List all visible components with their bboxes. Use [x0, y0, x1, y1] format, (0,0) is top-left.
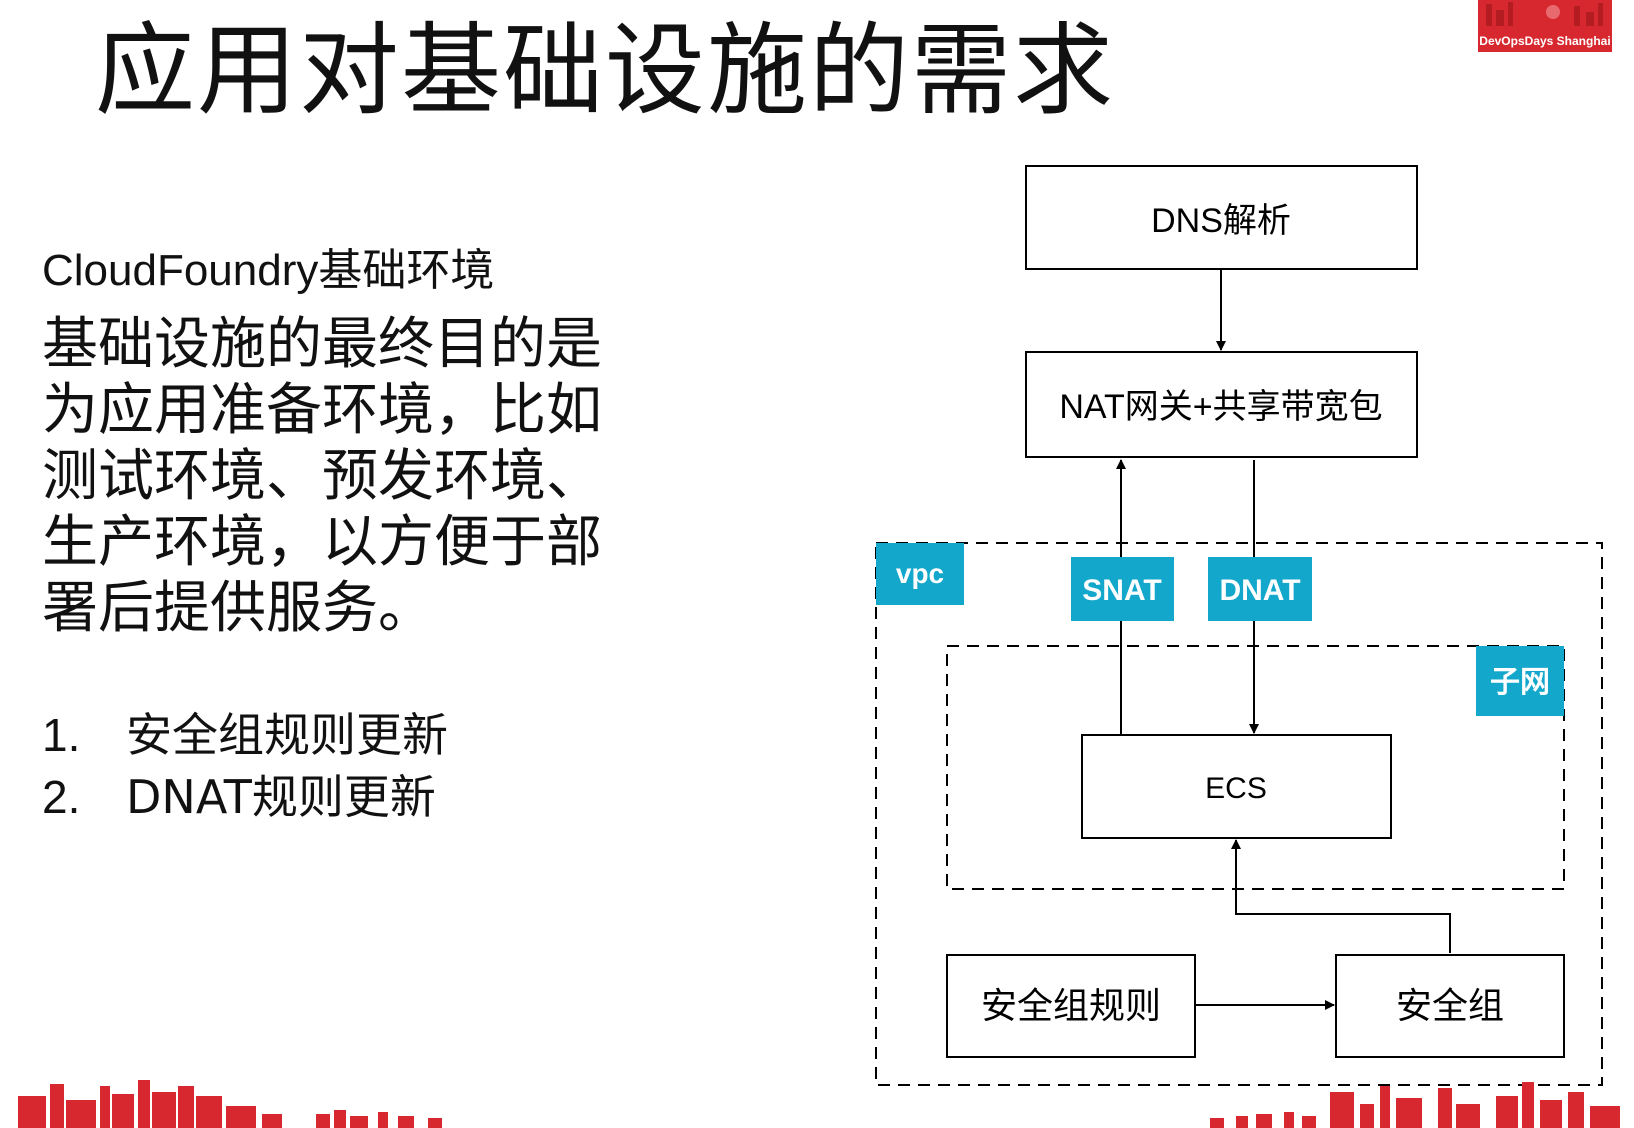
step-text: 安全组规则更新: [126, 708, 448, 762]
dnat-tag-label: DNAT: [1219, 574, 1300, 607]
security-group-rule-label: 安全组规则: [981, 985, 1161, 1026]
ecs-node: ECS: [1081, 734, 1392, 839]
dnat-tag: DNAT: [1208, 557, 1312, 621]
snat-tag: SNAT: [1071, 557, 1174, 621]
subnet-boundary: [946, 645, 1565, 890]
main-paragraph: 基础设施的最终目的是为应用准备环境，比如测试环境、预发环境、生产环境，以方便于部…: [42, 312, 602, 641]
devopsdays-logo: DevOpsDays Shanghai: [1478, 0, 1612, 52]
vpc-tag-label: vpc: [896, 558, 944, 589]
logo-skyline-icon: [1478, 0, 1612, 30]
nat-gateway-label: NAT网关+共享带宽包: [1059, 388, 1382, 426]
step-number: 2.: [42, 771, 81, 823]
nat-gateway-node: NAT网关+共享带宽包: [1025, 351, 1418, 458]
security-group-node: 安全组: [1335, 954, 1565, 1058]
subnet-tag-label: 子网: [1490, 666, 1550, 699]
ecs-label: ECS: [1205, 772, 1267, 805]
dns-node: DNS解析: [1025, 165, 1418, 270]
sg-to-ecs-arrow: [1231, 839, 1451, 953]
vpc-tag: vpc: [876, 543, 964, 605]
dns-label: DNS解析: [1151, 202, 1291, 240]
subtitle: CloudFoundry基础环境: [42, 246, 495, 295]
footer-skyline-icon: [18, 1080, 1620, 1128]
subnet-tag: 子网: [1476, 646, 1564, 716]
step-text: DNAT规则更新: [126, 770, 436, 824]
step-number: 1.: [42, 709, 81, 761]
vpc-boundary: [875, 542, 1603, 1086]
security-group-rule-node: 安全组规则: [946, 954, 1196, 1058]
slide-title: 应用对基础设施的需求: [95, 12, 1115, 129]
logo-text: DevOpsDays Shanghai: [1479, 34, 1611, 48]
security-group-label: 安全组: [1396, 985, 1504, 1026]
snat-tag-label: SNAT: [1082, 574, 1161, 607]
